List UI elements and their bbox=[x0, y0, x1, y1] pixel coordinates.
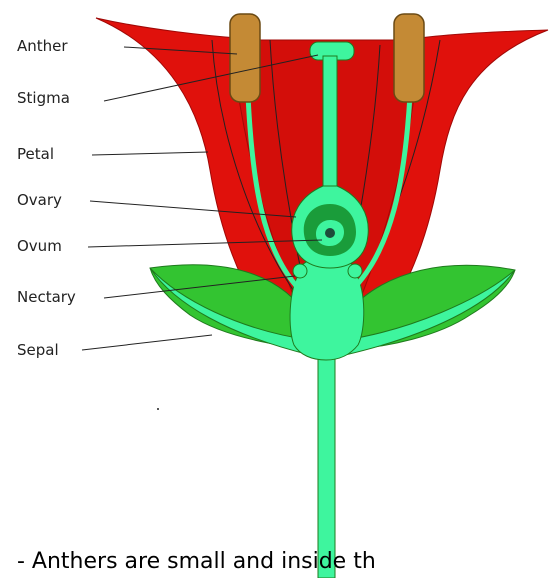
style bbox=[323, 56, 337, 186]
label-ovary: Ovary bbox=[17, 191, 62, 209]
anther-left bbox=[230, 14, 260, 102]
leader-sepal bbox=[82, 335, 212, 350]
label-ovum: Ovum bbox=[17, 237, 62, 255]
anther-right bbox=[394, 14, 424, 102]
label-anther: Anther bbox=[17, 37, 68, 55]
stray-dot bbox=[157, 408, 159, 410]
stem-shaft bbox=[318, 350, 335, 578]
nectary-left bbox=[293, 264, 307, 278]
leader-petal bbox=[92, 152, 208, 155]
label-petal: Petal bbox=[17, 145, 54, 163]
nectary-right bbox=[348, 264, 362, 278]
ovum bbox=[325, 228, 335, 238]
caption-text: - Anthers are small and inside th bbox=[17, 549, 376, 574]
label-stigma: Stigma bbox=[17, 89, 70, 107]
label-nectary: Nectary bbox=[17, 288, 76, 306]
stem bbox=[290, 257, 364, 578]
labels: Anther Stigma Petal Ovary Ovum Nectary S… bbox=[17, 37, 76, 359]
label-sepal: Sepal bbox=[17, 341, 59, 359]
